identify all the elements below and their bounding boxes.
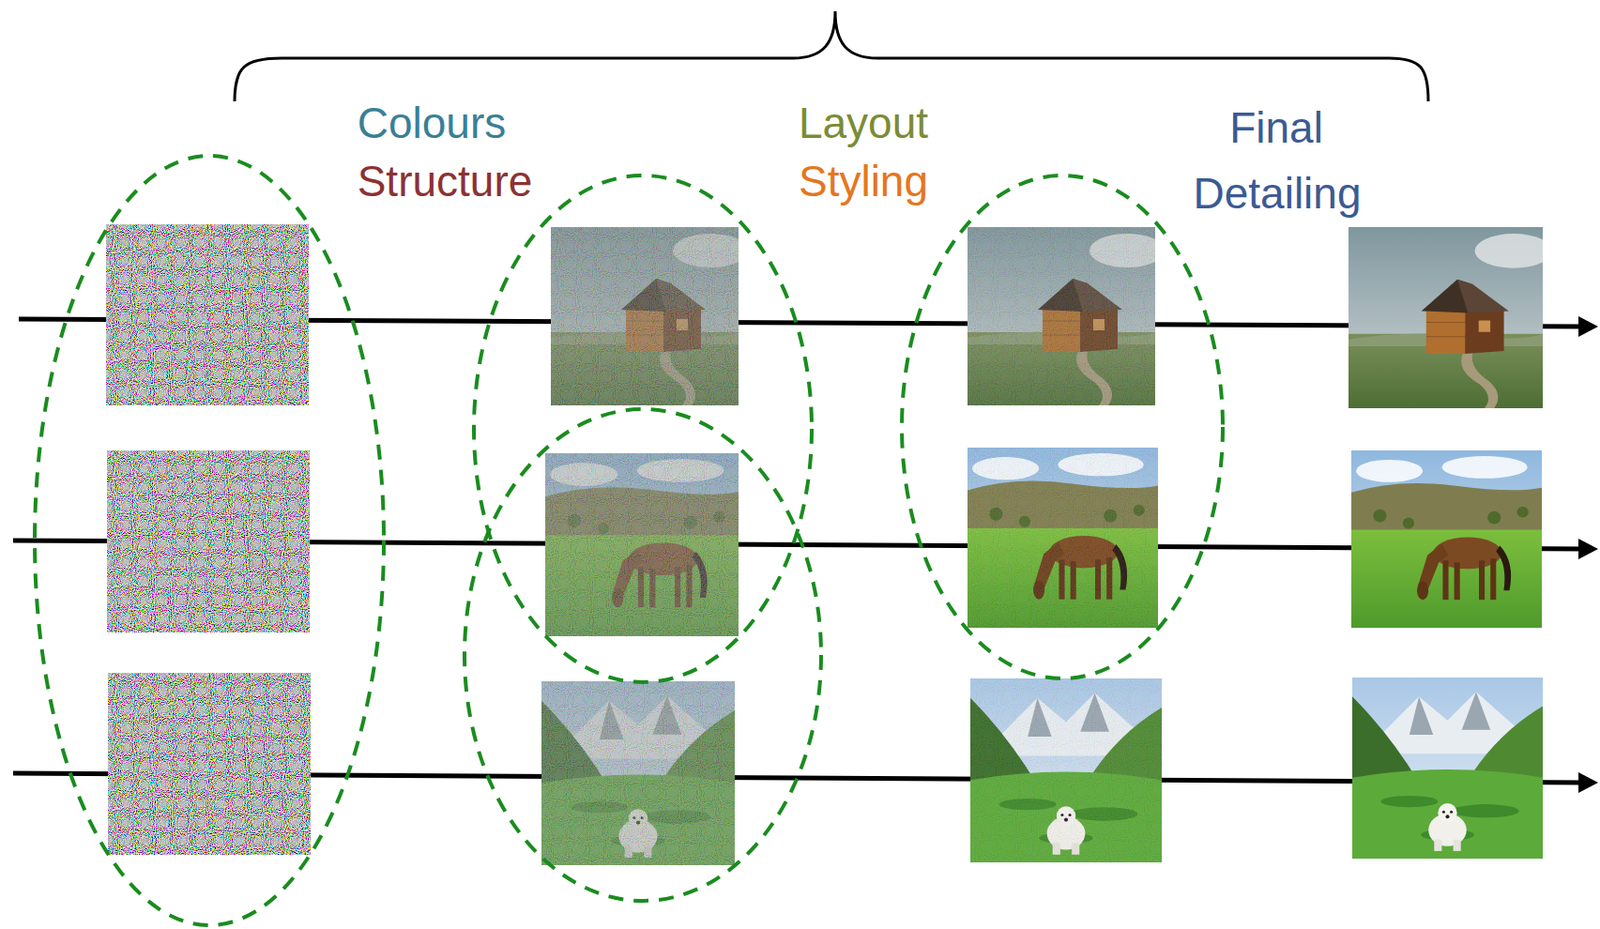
stage-label: Structure — [357, 157, 534, 206]
noise-image — [106, 224, 311, 855]
stage-label: Colours — [357, 99, 507, 148]
stage-label: Layout — [798, 99, 929, 148]
stage-label: Final — [1229, 104, 1324, 153]
group-ellipse — [34, 155, 1223, 926]
arrow-head — [1578, 316, 1599, 793]
stage-label: Detailing — [1193, 169, 1362, 218]
brace — [234, 11, 1429, 102]
noisy-scene — [541, 227, 748, 866]
final-scene — [1348, 227, 1553, 859]
denoised-scene — [967, 227, 1165, 863]
stage-label: Styling — [798, 157, 929, 206]
